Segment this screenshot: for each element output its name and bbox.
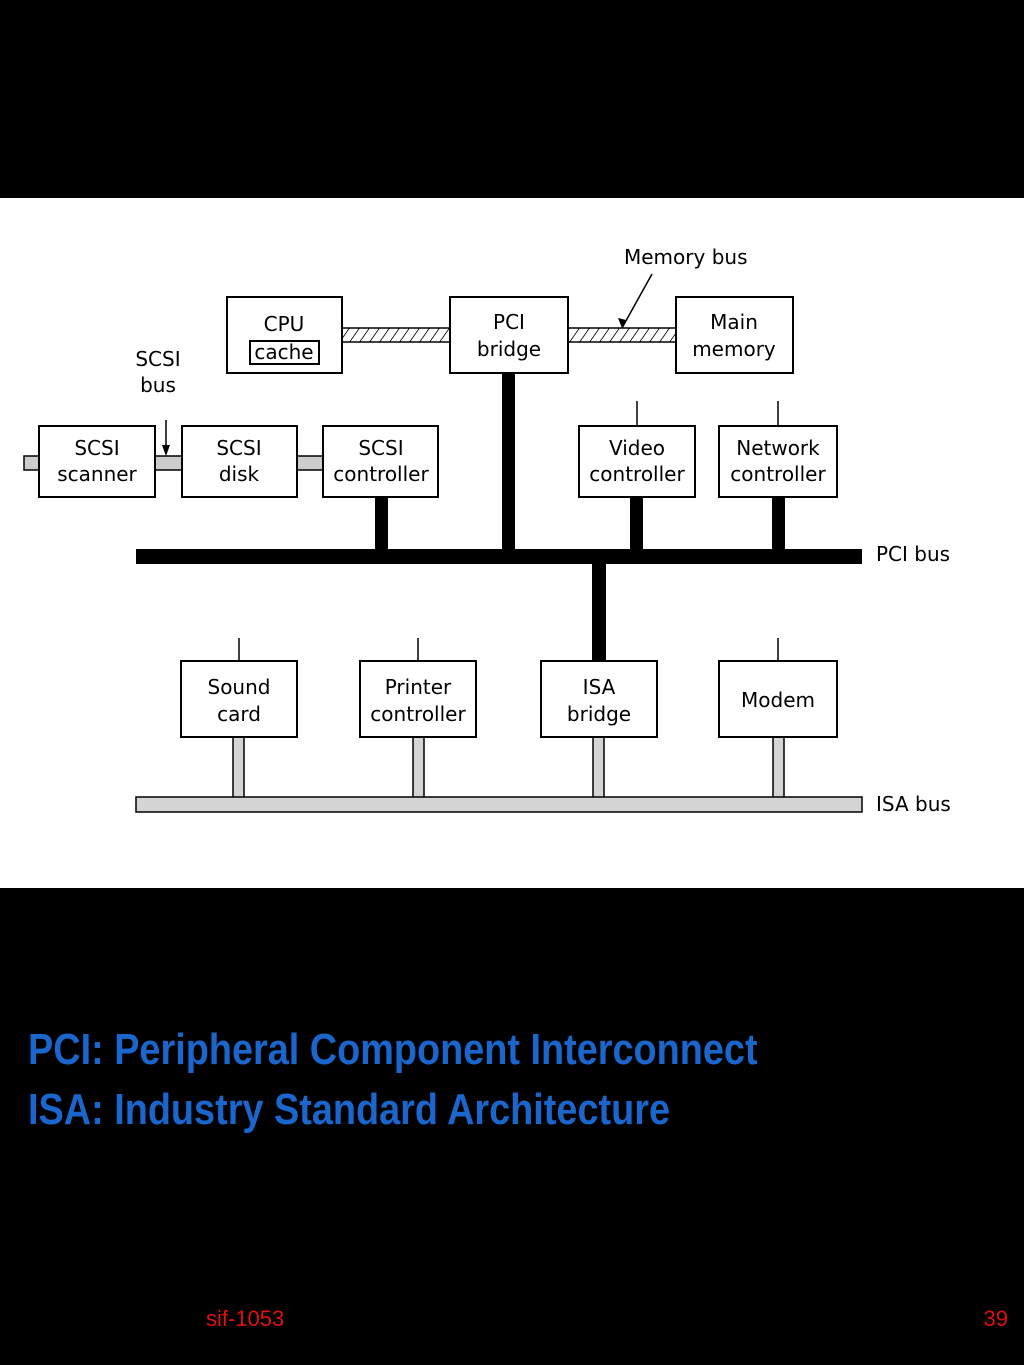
printer-controller-line1: Printer (385, 675, 452, 699)
modem-label: Modem (741, 688, 815, 712)
scsi-controller-line1: SCSI (358, 436, 403, 460)
memory-bus-right (567, 327, 677, 343)
network-controller-line1: Network (736, 436, 820, 460)
cache-box (249, 340, 320, 365)
pci-connectors (375, 373, 785, 661)
memory-bus-left (341, 327, 451, 343)
scsi-disk-box: SCSI disk (181, 425, 298, 498)
isa-bridge-line1: ISA (583, 675, 616, 699)
caption-pci-definition: PCI: Peripheral Component Interconnect (28, 1025, 758, 1074)
scsi-disk-line2: disk (219, 462, 260, 486)
printer-controller-line2: controller (370, 702, 466, 726)
scsi-bus-arrowhead (162, 445, 170, 456)
pci-bus-label: PCI bus (876, 542, 950, 566)
pci-bus (136, 549, 862, 564)
scsi-bus-label-line2: bus (140, 373, 176, 397)
scsi-bus-label-line1: SCSI (135, 347, 180, 371)
network-controller-line2: controller (730, 462, 826, 486)
footer-page-number: 39 (983, 1306, 1008, 1331)
isa-connectors (232, 736, 785, 799)
memory-bus-arrowhead (618, 318, 626, 328)
video-controller-box: Video controller (578, 425, 696, 498)
printer-controller-box: Printer controller (359, 660, 477, 738)
caption: PCI: Peripheral Component Interconnect I… (28, 1020, 871, 1140)
diagram-panel: Memory bus SCSI bus PCI bus ISA bus CPU (0, 198, 1024, 888)
scsi-scanner-line2: scanner (57, 462, 137, 486)
network-controller-box: Network controller (718, 425, 838, 498)
sound-card-box: Sound card (180, 660, 298, 738)
sound-card-line1: Sound (208, 675, 271, 699)
cpu-label: CPU (264, 312, 305, 336)
cpu-box: CPU cache (226, 296, 343, 374)
scsi-bus (23, 455, 324, 471)
scsi-disk-line1: SCSI (216, 436, 261, 460)
caption-isa-definition: ISA: Industry Standard Architecture (28, 1085, 670, 1134)
device-stubs (238, 401, 779, 661)
video-controller-line2: controller (589, 462, 685, 486)
modem-box: Modem (718, 660, 838, 738)
isa-bridge-line2: bridge (567, 702, 631, 726)
scsi-scanner-line1: SCSI (74, 436, 119, 460)
pci-bridge-line1: PCI (493, 310, 525, 334)
main-memory-line1: Main (710, 310, 758, 334)
isa-bus-label: ISA bus (876, 792, 951, 816)
bus-architecture-diagram: Memory bus SCSI bus PCI bus ISA bus CPU (23, 245, 951, 816)
main-memory-box: Main memory (675, 296, 794, 374)
pci-bridge-line2: bridge (477, 337, 541, 361)
isa-bus (135, 796, 863, 813)
cache-label: cache (254, 340, 313, 364)
pci-bridge-box: PCI bridge (449, 296, 569, 374)
footer-course-code: sif-1053 (206, 1306, 285, 1331)
isa-bridge-box: ISA bridge (540, 660, 658, 738)
video-controller-line1: Video (609, 436, 665, 460)
scsi-controller-line2: controller (333, 462, 429, 486)
scsi-controller-box: SCSI controller (322, 425, 439, 498)
memory-bus-label: Memory bus (624, 245, 748, 269)
scsi-scanner-box: SCSI scanner (38, 425, 156, 498)
sound-card-line2: card (217, 702, 261, 726)
memory-bus-pointer (621, 273, 653, 329)
main-memory-line2: memory (692, 337, 776, 361)
